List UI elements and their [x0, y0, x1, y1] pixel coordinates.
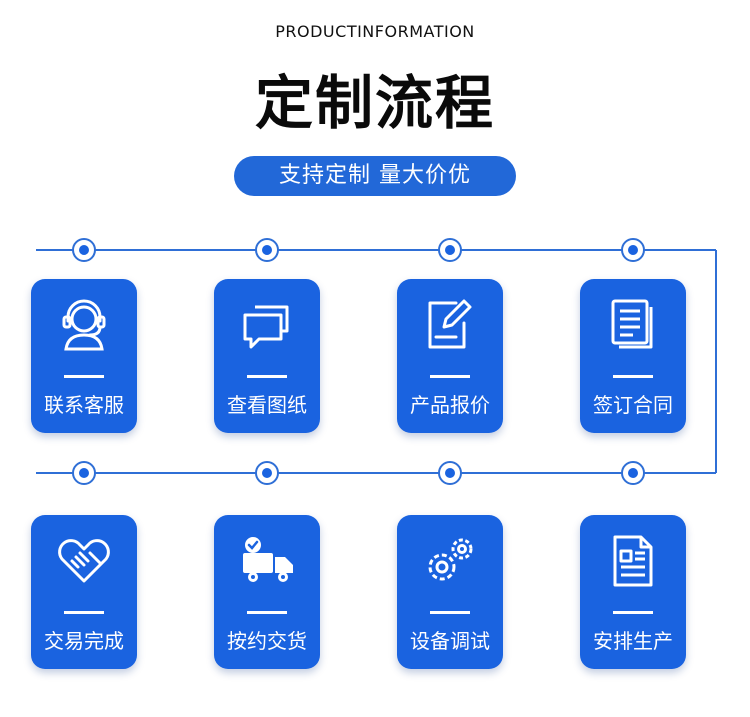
contract-icon [611, 299, 653, 349]
delivery-truck-icon [243, 537, 293, 582]
step-label: 安排生产 [593, 629, 673, 653]
production-document-icon [613, 535, 653, 587]
step-card-delivery[interactable]: 按约交货 [214, 515, 320, 669]
timeline-node-dot [628, 468, 638, 478]
tagline-pill: 支持定制 量大价优 [234, 156, 516, 196]
step-label: 签订合同 [593, 393, 673, 417]
step-label: 产品报价 [410, 393, 490, 417]
step-label: 交易完成 [44, 629, 124, 653]
step-card-commissioning[interactable]: 设备调试 [397, 515, 503, 669]
timeline-node-dot [628, 245, 638, 255]
timeline-node-dot [445, 468, 455, 478]
timeline-node-dot [79, 468, 89, 478]
step-label: 按约交货 [227, 629, 307, 653]
step-card-complete[interactable]: 交易完成 [31, 515, 137, 669]
customer-service-icon [62, 299, 106, 351]
step-card-production[interactable]: 安排生产 [580, 515, 686, 669]
step-label: 设备调试 [410, 629, 490, 653]
english-subtitle: PRODUCTINFORMATION [275, 22, 475, 41]
step-label: 联系客服 [44, 393, 124, 417]
handshake-icon [58, 539, 110, 583]
step-label: 查看图纸 [227, 393, 307, 417]
timeline-node-dot [262, 468, 272, 478]
timeline-node-dot [79, 245, 89, 255]
edit-document-icon [428, 299, 472, 349]
chat-bubbles-icon [243, 305, 289, 349]
step-card-drawings[interactable]: 查看图纸 [214, 279, 320, 433]
gears-icon [428, 538, 473, 581]
step-card-contract[interactable]: 签订合同 [580, 279, 686, 433]
step-card-contact[interactable]: 联系客服 [31, 279, 137, 433]
step-card-quote[interactable]: 产品报价 [397, 279, 503, 433]
page-title: 定制流程 [254, 69, 495, 137]
timeline-node-dot [445, 245, 455, 255]
timeline-node-dot [262, 245, 272, 255]
